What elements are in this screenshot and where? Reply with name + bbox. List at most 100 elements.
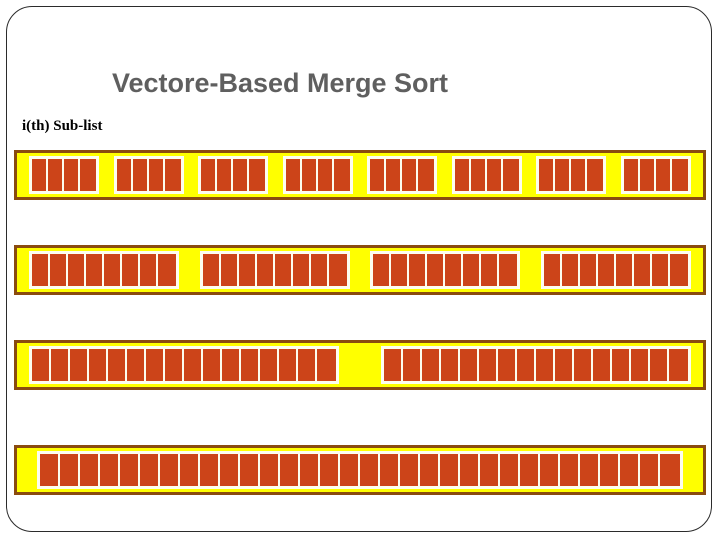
sublist-group: [198, 156, 269, 194]
sublist-element: [51, 349, 70, 381]
sublist-element: [555, 349, 574, 381]
sublist-element: [655, 159, 672, 191]
sublist-element: [460, 454, 480, 486]
sublist-group: [199, 251, 350, 289]
sublist-element: [132, 159, 149, 191]
sublist-element: [540, 454, 560, 486]
sublist-group: [370, 251, 521, 289]
sublist-group: [29, 346, 339, 384]
sublist-element: [445, 254, 464, 286]
sublist-element: [100, 454, 120, 486]
sublist-element: [32, 349, 51, 381]
sublist-element: [217, 159, 234, 191]
sublist-element: [623, 159, 640, 191]
sublist-element: [274, 254, 293, 286]
sublist-element: [391, 254, 410, 286]
sublist-element: [633, 254, 652, 286]
sublist-element: [127, 349, 146, 381]
sublist-group: [620, 156, 691, 194]
sublist-group: [282, 156, 353, 194]
sublist-element: [317, 349, 336, 381]
sublist-element: [68, 254, 86, 286]
sublist-element: [498, 349, 517, 381]
sublist-element: [120, 454, 140, 486]
sublist-element: [285, 159, 302, 191]
sublist-element: [200, 454, 220, 486]
sublist-element: [571, 159, 588, 191]
sublist-element: [470, 159, 487, 191]
sublist-group: [113, 156, 184, 194]
sublist-element: [292, 254, 311, 286]
sublist-element: [422, 349, 441, 381]
sublist-element: [517, 349, 536, 381]
sublist-element: [184, 349, 203, 381]
sublist-element: [386, 159, 403, 191]
sublist-element: [108, 349, 127, 381]
sublist-element: [203, 349, 222, 381]
sublist-group: [451, 156, 522, 194]
sublist-element: [116, 159, 133, 191]
sublist-element: [440, 454, 460, 486]
sublist-element: [539, 159, 556, 191]
sublist-element: [651, 254, 670, 286]
sublist-group: [540, 251, 691, 289]
sublist-element: [50, 254, 68, 286]
sublist-element: [64, 159, 80, 191]
sublist-element: [158, 254, 176, 286]
sublist-element: [160, 454, 180, 486]
sublist-element: [233, 159, 250, 191]
sublist-element: [238, 254, 257, 286]
sublist-element: [32, 159, 48, 191]
sublist-element: [441, 349, 460, 381]
sublist-element: [320, 454, 340, 486]
sublist-row-0: [14, 150, 706, 200]
sublist-element: [669, 349, 688, 381]
sublist-element: [241, 349, 260, 381]
sublist-element: [593, 349, 612, 381]
sublist-element: [418, 159, 435, 191]
sublist-element: [370, 159, 387, 191]
sublist-element: [479, 349, 498, 381]
sublist-element: [70, 349, 89, 381]
sublist-element: [380, 454, 400, 486]
sublist-element: [48, 159, 64, 191]
sublist-element: [300, 454, 320, 486]
sublist-element: [555, 159, 572, 191]
sublist-element: [256, 254, 275, 286]
sublist-element: [373, 254, 392, 286]
sublist-element: [427, 254, 446, 286]
sublist-element: [301, 159, 318, 191]
sublist-group: [29, 251, 179, 289]
sublist-element: [615, 254, 634, 286]
sublist-element: [220, 454, 240, 486]
sublist-element: [317, 159, 334, 191]
sublist-element: [420, 454, 440, 486]
sublist-element: [260, 454, 280, 486]
sublist-element: [148, 159, 165, 191]
sublist-group: [381, 346, 691, 384]
sublist-element: [400, 454, 420, 486]
sublist-element: [222, 349, 241, 381]
sublist-element: [165, 349, 184, 381]
sublist-element: [32, 254, 50, 286]
sublist-element: [220, 254, 239, 286]
sublist-element: [409, 254, 428, 286]
sublist-element: [481, 254, 500, 286]
sublist-element: [671, 159, 688, 191]
sublist-element: [536, 349, 555, 381]
sublist-element: [122, 254, 140, 286]
sublist-element: [80, 454, 100, 486]
sublist-element: [240, 454, 260, 486]
sublist-element: [561, 254, 580, 286]
sublist-element: [574, 349, 593, 381]
sublist-element: [580, 454, 600, 486]
sublist-element: [260, 349, 279, 381]
sublist-element: [502, 159, 519, 191]
sublist-element: [280, 454, 300, 486]
sublist-element: [486, 159, 503, 191]
sublist-element: [597, 254, 616, 286]
sublist-element: [201, 159, 218, 191]
sublist-element: [543, 254, 562, 286]
sublist-element: [612, 349, 631, 381]
